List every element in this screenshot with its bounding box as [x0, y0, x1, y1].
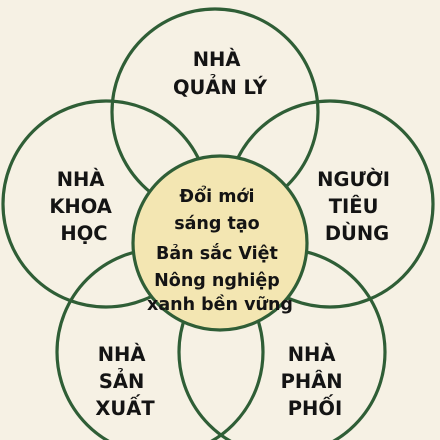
- node-bottom-right-line-2: PHÂN: [281, 370, 343, 393]
- node-top-line-1: NHÀ: [193, 48, 241, 71]
- node-label-left: NHÀ KHOA HỌC: [49, 168, 118, 245]
- node-left-line-3: HỌC: [60, 222, 107, 245]
- node-left-line-1: NHÀ: [57, 168, 105, 191]
- node-top-line-2: QUẢN LÝ: [173, 74, 268, 99]
- center-line-1: Đổi mới: [179, 185, 254, 207]
- circle-center: [131, 154, 309, 332]
- node-right-line-1: NGƯỜI: [317, 167, 390, 191]
- node-bottom-right-line-1: NHÀ: [288, 343, 336, 366]
- node-bottom-left-line-1: NHÀ: [98, 343, 146, 366]
- node-right-line-2: TIÊU: [329, 195, 379, 218]
- center-label: Đổi mới sáng tạo Bản sắc Việt Nông nghiệ…: [147, 185, 293, 315]
- center-line-3: Bản sắc Việt: [156, 243, 278, 264]
- node-label-top: NHÀ QUẢN LÝ: [173, 48, 268, 99]
- node-label-bottom-right: NHÀ PHÂN PHỐI: [281, 343, 350, 420]
- node-label-right: NGƯỜI TIÊU DÙNG: [317, 167, 397, 245]
- center-line-2: sáng tạo: [174, 214, 260, 234]
- node-right-line-3: DÙNG: [325, 221, 389, 245]
- node-bottom-right-line-3: PHỐI: [288, 394, 342, 420]
- center-line-4: Nông nghiệp: [154, 271, 280, 291]
- node-bottom-left-line-2: SẢN: [99, 368, 144, 393]
- node-left-line-2: KHOA: [49, 195, 112, 218]
- node-label-bottom-left: NHÀ SẢN XUẤT: [95, 343, 155, 420]
- center-line-5: xanh bền vững: [147, 294, 293, 315]
- node-bottom-left-line-3: XUẤT: [95, 394, 155, 420]
